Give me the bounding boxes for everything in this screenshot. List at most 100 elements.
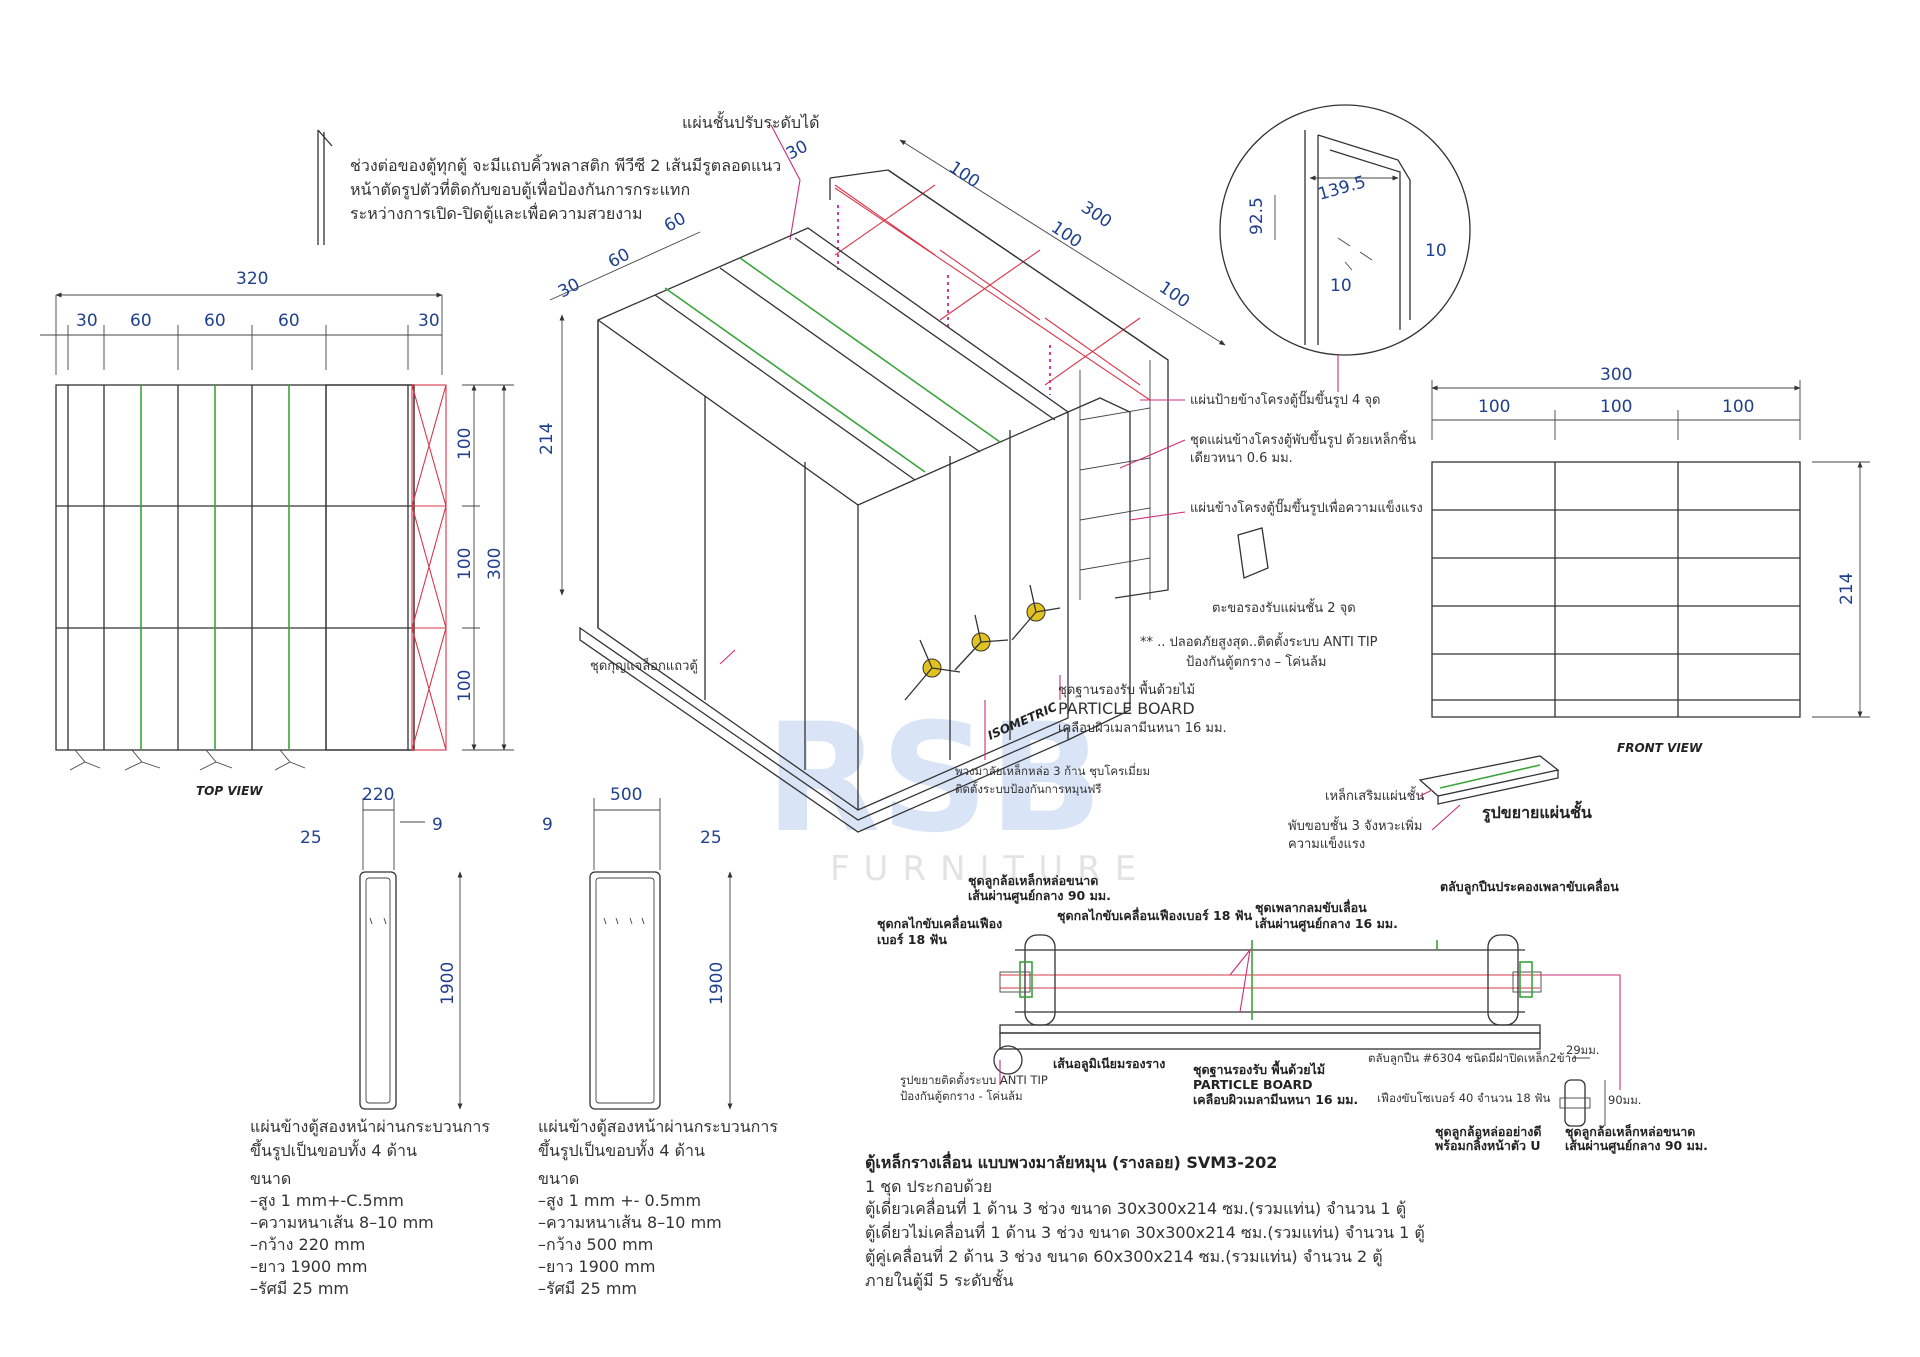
panel1-left-dim: 25 (300, 828, 322, 848)
iso-callout-7: ป้องกันตู้ตกราง – โค่นล้ม (1186, 654, 1326, 670)
top-row-dim-3: 100 (455, 670, 475, 702)
side-panel-220: 220 25 9 1900 (300, 785, 463, 1110)
front-overall-dim: 300 (1600, 365, 1632, 385)
detail-dim-139: 139.5 (1316, 172, 1368, 205)
spec-left-2: ขึ้นรูปเป็นขอบทั้ง 4 ด้าน (250, 1139, 417, 1161)
watermark: RSB FURNITURE (765, 692, 1150, 889)
top-row-dim-2: 100 (455, 548, 475, 580)
rail-callout-10: ป้องกันตู้ตกราง - โค่นล้ม (900, 1089, 1023, 1103)
detail-dim-10-a: 10 (1425, 241, 1447, 261)
top-overall-dim: 320 (236, 269, 268, 289)
shelf-callout-2: พับขอบชั้น 3 จังหวะเพิ่ม (1288, 816, 1422, 834)
note-line-2: หน้าตัดรูปตัวที่ติดกับขอบตู้เพื่อป้องกัน… (350, 178, 690, 200)
rail-callout-1: ชุดลูกล้อเหล็กหล่อขนาด (968, 873, 1098, 889)
panel2-width-dim: 500 (610, 785, 642, 805)
iso-callout-10: เคลือบผิวเมลามีนหนา 16 มม. (1058, 720, 1227, 736)
front-seg-dim-1: 100 (1478, 397, 1510, 417)
rail-callout-22: 90มม. (1608, 1093, 1641, 1107)
spec-right-1: แผ่นข้างตู้สองหน้าผ่านกระบวนการ (538, 1117, 778, 1137)
front-view-label: FRONT VIEW (1617, 741, 1703, 755)
rail-callout-4: เบอร์ 18 ฟัน (877, 932, 947, 947)
top-view-label: TOP VIEW (196, 784, 263, 798)
rail-callout-16: เฟืองขับโซเบอร์ 40 จำนวน 18 ฟัน (1377, 1091, 1550, 1105)
detail-dim-92: 92.5 (1247, 197, 1267, 235)
rail-callout-14: เคลือบผิวเมลามีนหนา 16 มม. (1193, 1092, 1358, 1107)
detail-circle: 139.5 92.5 10 10 (1219, 104, 1471, 392)
panel2-right-dim: 25 (700, 828, 722, 848)
rail-callout-8: ตลับลูกปืนประคองเพลาขับเคลื่อน (1440, 878, 1619, 895)
iso-callout-4: แผ่นข้างโครงตู้ปั๊มขึ้นรูปเพื่อความแข็งแ… (1190, 498, 1423, 516)
rail-callout-6: ชุดเพลากลมขับเลื่อน (1255, 899, 1367, 916)
front-seg-dim-2: 100 (1600, 397, 1632, 417)
iso-callout-8: ชุดฐานรองรับ พื้นด้วยไม้ (1058, 680, 1195, 698)
panel1-width-dim: 220 (362, 785, 394, 805)
rail-callout-13: PARTICLE BOARD (1193, 1077, 1312, 1092)
iso-callout-9: PARTICLE BOARD (1058, 699, 1195, 718)
iso-dim-60-a: 60 (605, 245, 633, 273)
spec-right: แผ่นข้างตู้สองหน้าผ่านกระบวนการ ขึ้นรูปเ… (538, 1117, 778, 1298)
top-seg-dim-1: 30 (76, 311, 98, 331)
product-description: ตู้เหล็กรางเลื่อน แบบพวงมาลัยหมุน (รางลอ… (865, 1151, 1425, 1291)
product-line-1: 1 ชุด ประกอบด้วย (865, 1177, 992, 1197)
spec-left-5: –ความหนาเส้น 8–10 mm (250, 1213, 434, 1232)
top-seg-dim-3: 60 (204, 311, 226, 331)
top-seg-dim-5: 30 (418, 311, 440, 331)
rail-callout-18: พร้อมกลิ้งหน้าตัว U (1435, 1136, 1540, 1153)
front-seg-dim-3: 100 (1722, 397, 1754, 417)
spec-right-7: –ยาว 1900 mm (538, 1257, 655, 1276)
product-title: ตู้เหล็กรางเลื่อน แบบพวงมาลัยหมุน (รางลอ… (865, 1151, 1277, 1174)
note-line-1: ช่วงต่อของตู้ทุกตู้ จะมีแถบคิ้วพลาสติก พ… (350, 154, 781, 176)
product-line-2: ตู้เดี่ยวเคลื่อนที่ 1 ด้าน 3 ช่วง ขนาด 3… (865, 1197, 1406, 1219)
spec-left-3: ขนาด (250, 1169, 291, 1188)
iso-callout-13: ติดตั้งระบบป้องกันการหมุนฟรี (955, 781, 1102, 796)
top-seg-dim-4: 60 (278, 311, 300, 331)
iso-callout-3: เดียวหนา 0.6 มม. (1190, 450, 1293, 466)
shelf-callout-1: เหล็กเสริมแผ่นชั้น (1325, 786, 1424, 804)
iso-callout-11: ชุดกุญแจล็อกแถวตู้ (590, 656, 698, 674)
spec-left-1: แผ่นข้างตู้สองหน้าผ่านกระบวนการ (250, 1117, 490, 1137)
iso-callout-2: ชุดแผ่นข้างโครงตู้พับขึ้นรูป ด้วยเหล็กชิ… (1190, 430, 1416, 448)
iso-height-dim: 214 (537, 423, 557, 455)
iso-dim-100-a: 100 (945, 158, 983, 193)
detail-dim-10-b: 10 (1330, 276, 1352, 296)
watermark-brand: RSB (765, 692, 1103, 866)
adjustable-shelf-label: แผ่นชั้นปรับระดับได้ (682, 111, 820, 132)
rail-callout-17: ชุดลูกล้อหล่ออย่างดี (1435, 1124, 1541, 1140)
panel1-right-dim: 9 (432, 815, 443, 835)
product-line-3: ตู้เดี่ยวไม่เคลื่อนที่ 1 ด้าน 3 ช่วง ขนา… (865, 1221, 1425, 1243)
panel2-left-dim: 9 (542, 815, 553, 835)
top-row-dim-1: 100 (455, 428, 475, 460)
iso-callout-5: ตะขอรองรับแผ่นชั้น 2 จุด (1212, 598, 1356, 616)
front-height-dim: 214 (1837, 573, 1857, 605)
spec-right-8: –รัศมี 25 mm (538, 1279, 637, 1298)
side-panel-500: 500 9 25 1900 (542, 785, 733, 1110)
rail-callout-11: เส้นอลูมิเนียมรองราง (1053, 1056, 1165, 1072)
rail-callout-9: รูปขยายติดตั้งระบบ ANTI TIP (900, 1072, 1048, 1087)
iso-dim-30-a: 30 (555, 275, 583, 303)
rail-callout-7: เส้นผ่านศูนย์กลาง 16 มม. (1255, 916, 1398, 932)
shelf-detail-title: รูปขยายแผ่นชั้น (1482, 800, 1592, 824)
front-view: 300 100 100 100 214 FRONT VIEW (1431, 365, 1870, 755)
rail-callout-20: เส้นผ่านศูนย์กลาง 90 มม. (1565, 1138, 1708, 1154)
handwheel-icons (904, 584, 1061, 701)
spec-left: แผ่นข้างตู้สองหน้าผ่านกระบวนการ ขึ้นรูปเ… (250, 1117, 490, 1298)
rail-callout-21: 29มม. (1566, 1043, 1599, 1057)
watermark-sub: FURNITURE (830, 849, 1150, 889)
panel1-height-dim: 1900 (438, 962, 458, 1005)
note-line-3: ระหว่างการเปิด-ปิดตู้และเพื่อความสวยงาม (350, 202, 643, 224)
rail-callout-19: ชุดลูกล้อเหล็กหล่อขนาด (1565, 1124, 1695, 1140)
top-height-dim: 300 (485, 548, 505, 580)
spec-left-7: –ยาว 1900 mm (250, 1257, 367, 1276)
iso-dim-300: 300 (1077, 198, 1115, 233)
spec-left-4: –สูง 1 mm+-C.5mm (250, 1191, 404, 1211)
rail-callout-3: ชุดกลไกขับเคลื่อนเฟือง (877, 915, 1002, 932)
rail-callout-5: ชุดกลไกขับเคลื่อนเฟืองเบอร์ 18 ฟัน (1057, 907, 1253, 924)
iso-dim-30-b: 30 (783, 137, 811, 165)
iso-callout-6: ** .. ปลอดภัยสูงสุด..ติดตั้งระบบ ANTI TI… (1140, 632, 1378, 650)
rail-callout-2: เส้นผ่านศูนย์กลาง 90 มม. (968, 888, 1111, 904)
shelf-detail: รูปขยายแผ่นชั้น เหล็กเสริมแผ่นชั้น พับขอ… (1288, 755, 1592, 852)
spec-left-8: –รัศมี 25 mm (250, 1279, 349, 1298)
iso-callout-12: พวงมาลัยเหล็กหล่อ 3 ก้าน ชุบโครเมี่ยม (955, 763, 1150, 778)
product-line-5: ภายในตู้มี 5 ระดับชั้น (865, 1269, 1014, 1291)
